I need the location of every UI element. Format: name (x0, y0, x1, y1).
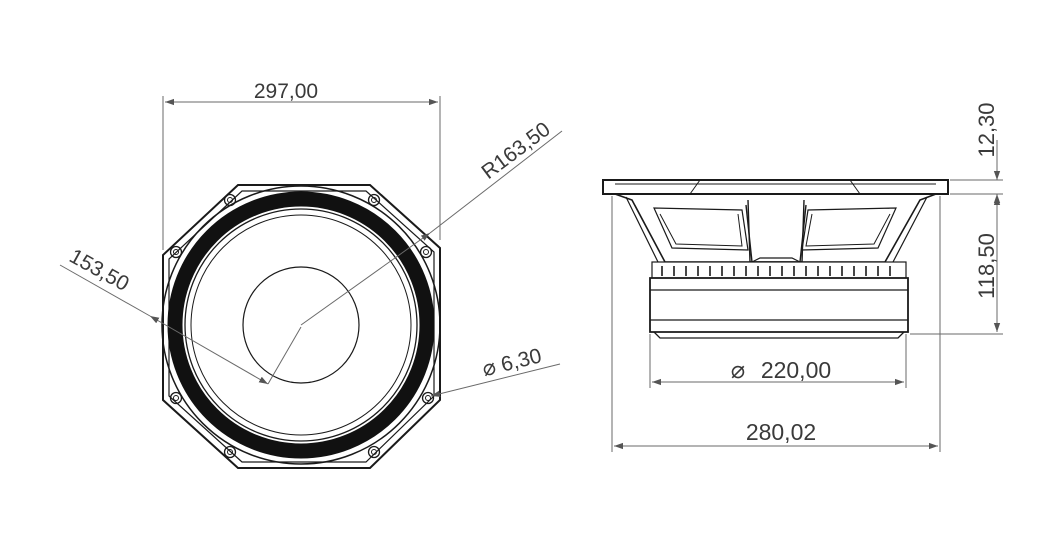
dim-12-30: 12,30 (950, 102, 1003, 234)
flange-dim-label: 12,30 (974, 102, 999, 157)
side-view: 12,30 118,50 ⌀ 220,00 280,02 (602, 102, 1003, 452)
front-frame-inner (168, 190, 435, 463)
overall-dim-label: 280,02 (746, 419, 816, 445)
side-flange (602, 179, 949, 195)
depth-dim-label: 118,50 (974, 233, 999, 299)
mounting-hole (419, 245, 433, 259)
dim-118-50: 118,50 (910, 196, 1003, 335)
mounting-hole (367, 193, 381, 207)
mounting-holes (169, 193, 435, 459)
hole-diameter-symbol: ⌀ (480, 354, 499, 381)
magnet-dim-label: 220,00 (761, 357, 831, 383)
hole-dim-label: 6,30 (499, 344, 544, 376)
mounting-hole (223, 445, 237, 459)
magnet-diameter-symbol: ⌀ (731, 357, 745, 384)
dim-r163: R163,50 (300, 118, 563, 326)
mounting-hole (421, 391, 435, 405)
mounting-hole (169, 391, 183, 405)
dim-297: 297,00 (162, 80, 441, 250)
width-dim-label: 297,00 (254, 80, 318, 103)
dim-hole: ⌀ 6,30 (430, 344, 561, 397)
side-vents (661, 266, 891, 276)
dim-280: 280,02 (611, 196, 941, 452)
dim-220: ⌀ 220,00 (649, 334, 907, 388)
radius-dim-label: R163,50 (477, 118, 554, 184)
mounting-hole (367, 445, 381, 459)
mounting-hole (223, 193, 237, 207)
side-vent-ring (651, 261, 907, 279)
side-magnet (649, 277, 909, 333)
inner-radius-dim-label: 153,50 (65, 245, 132, 296)
front-view: 297,00 R163,50 153,50 ⌀ 6,30 (59, 80, 563, 469)
mounting-hole (169, 245, 183, 259)
